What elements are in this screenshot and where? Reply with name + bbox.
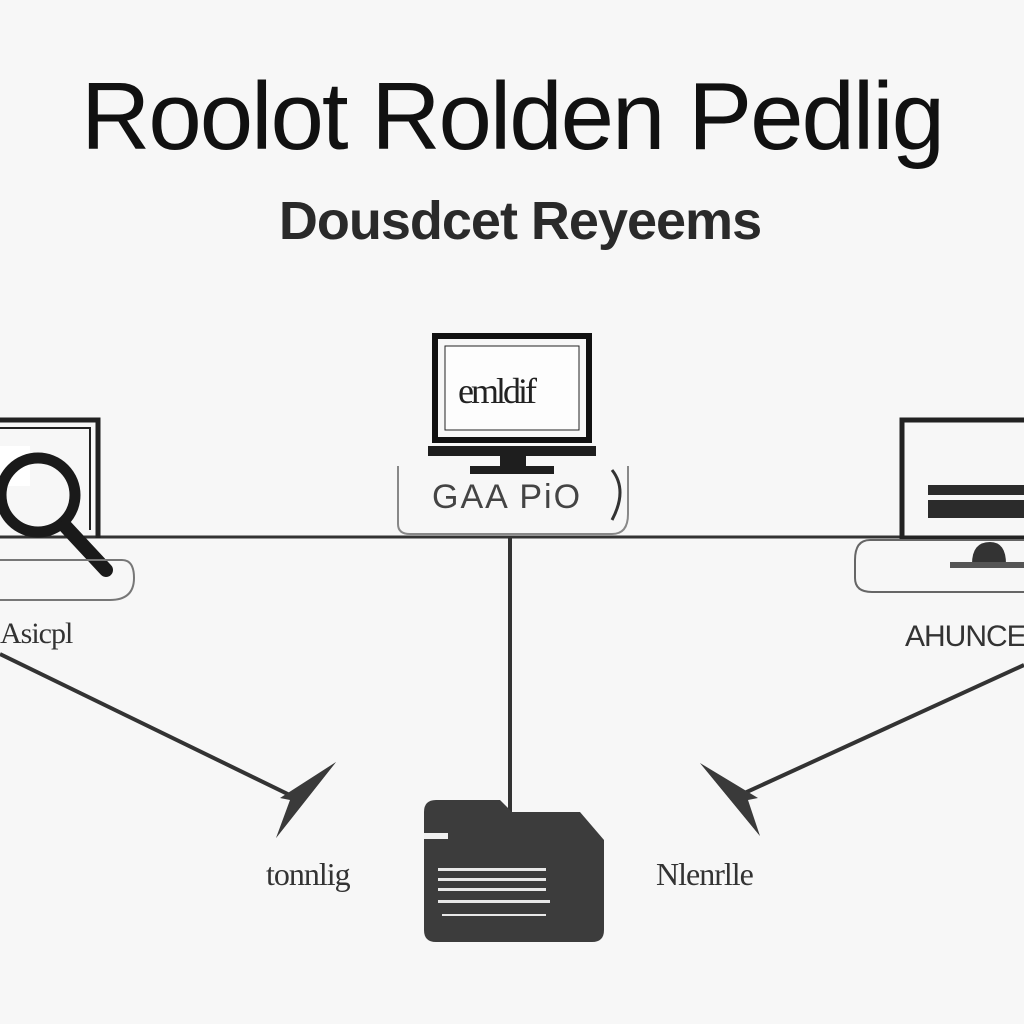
arrowhead-right-body	[700, 763, 760, 836]
bottom-right-label: Nlenrlle	[656, 856, 754, 892]
right-node-label: AHUNCE	[905, 620, 1024, 653]
connectors	[0, 535, 1024, 815]
magnifier-computer-icon	[0, 417, 136, 601]
diagram-title: Roolot Rolden Pedlig	[81, 63, 945, 170]
connector-right-diagonal	[737, 663, 1024, 798]
left-node-label: Asicpl	[0, 617, 73, 650]
arrowhead-left-body	[276, 762, 336, 838]
desktop-monitor-icon	[397, 333, 629, 535]
connector-left-diagonal	[0, 652, 301, 802]
folder-content-lines	[438, 868, 550, 916]
laptop-icon	[854, 417, 1024, 593]
center-screen-text: emldif	[458, 371, 537, 411]
diagram-subtitle: Dousdcet Reyeems	[278, 191, 762, 251]
bottom-left-label: tonnlig	[266, 856, 351, 892]
center-node-label: GAA PiO	[432, 478, 583, 516]
folder-icon	[424, 800, 604, 942]
